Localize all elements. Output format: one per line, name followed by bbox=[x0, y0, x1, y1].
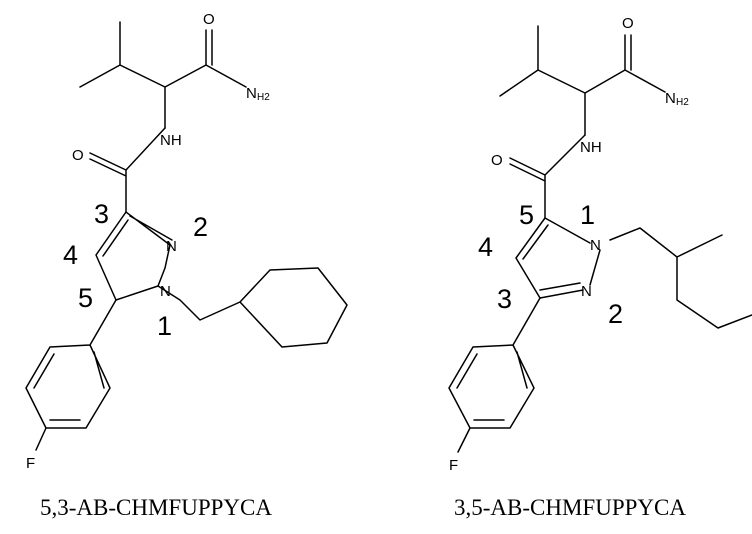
ring-n2-label: N bbox=[166, 238, 177, 255]
amide-bonds-left bbox=[205, 29, 247, 88]
amine-n-label: N bbox=[665, 90, 676, 107]
isopropyl-bonds-left bbox=[79, 21, 207, 129]
ring-number-2: 2 bbox=[608, 299, 623, 329]
amide-bonds-right bbox=[624, 34, 666, 93]
carboxamide-bonds-left bbox=[89, 127, 166, 213]
fluorophenyl-right bbox=[448, 297, 541, 453]
isopropyl-bonds-right bbox=[499, 25, 626, 136]
fluorine-label: F bbox=[449, 457, 458, 474]
amine-h2-label: H2 bbox=[257, 92, 270, 103]
carbonyl-o-label: O bbox=[491, 152, 503, 169]
structure-left: O N H2 NH O N N F 1 2 3 4 5 5,3-AB-CHMFU… bbox=[25, 11, 348, 520]
oxygen-label-top: O bbox=[622, 15, 634, 32]
fluorophenyl-left bbox=[25, 299, 117, 451]
cyclohexylmethyl-right bbox=[609, 227, 752, 329]
carbonyl-o-label: O bbox=[72, 147, 84, 164]
ring-number-3: 3 bbox=[497, 284, 512, 314]
carboxamide-bonds-right bbox=[509, 134, 586, 219]
ring-number-4: 4 bbox=[478, 232, 493, 262]
amide-nh-label: NH bbox=[580, 139, 602, 156]
amine-h2-label: H2 bbox=[676, 97, 689, 108]
amide-nh-label: NH bbox=[160, 132, 182, 149]
ring-n2-label: N bbox=[581, 283, 592, 300]
amine-n-label: N bbox=[246, 85, 257, 102]
ring-number-1: 1 bbox=[157, 311, 172, 341]
cyclohexylmethyl-left bbox=[157, 267, 348, 348]
fluorine-label: F bbox=[26, 455, 35, 472]
ring-n1-label: N bbox=[590, 237, 601, 254]
caption-left: 5,3-AB-CHMFUPPYCA bbox=[40, 495, 272, 520]
ring-number-2: 2 bbox=[193, 212, 208, 242]
ring-number-1: 1 bbox=[580, 200, 595, 230]
structure-right: O N H2 NH O N N F 1 2 3 4 5 3,5-AB-CHMFU… bbox=[448, 15, 752, 520]
ring-number-5: 5 bbox=[519, 200, 534, 230]
caption-right: 3,5-AB-CHMFUPPYCA bbox=[454, 495, 686, 520]
pyrazole-ring-right bbox=[515, 217, 601, 299]
ring-number-5: 5 bbox=[78, 283, 93, 313]
ring-number-4: 4 bbox=[63, 240, 78, 270]
ring-number-3: 3 bbox=[94, 199, 109, 229]
ring-n1-label: N bbox=[160, 283, 171, 300]
oxygen-label-top: O bbox=[203, 11, 215, 28]
